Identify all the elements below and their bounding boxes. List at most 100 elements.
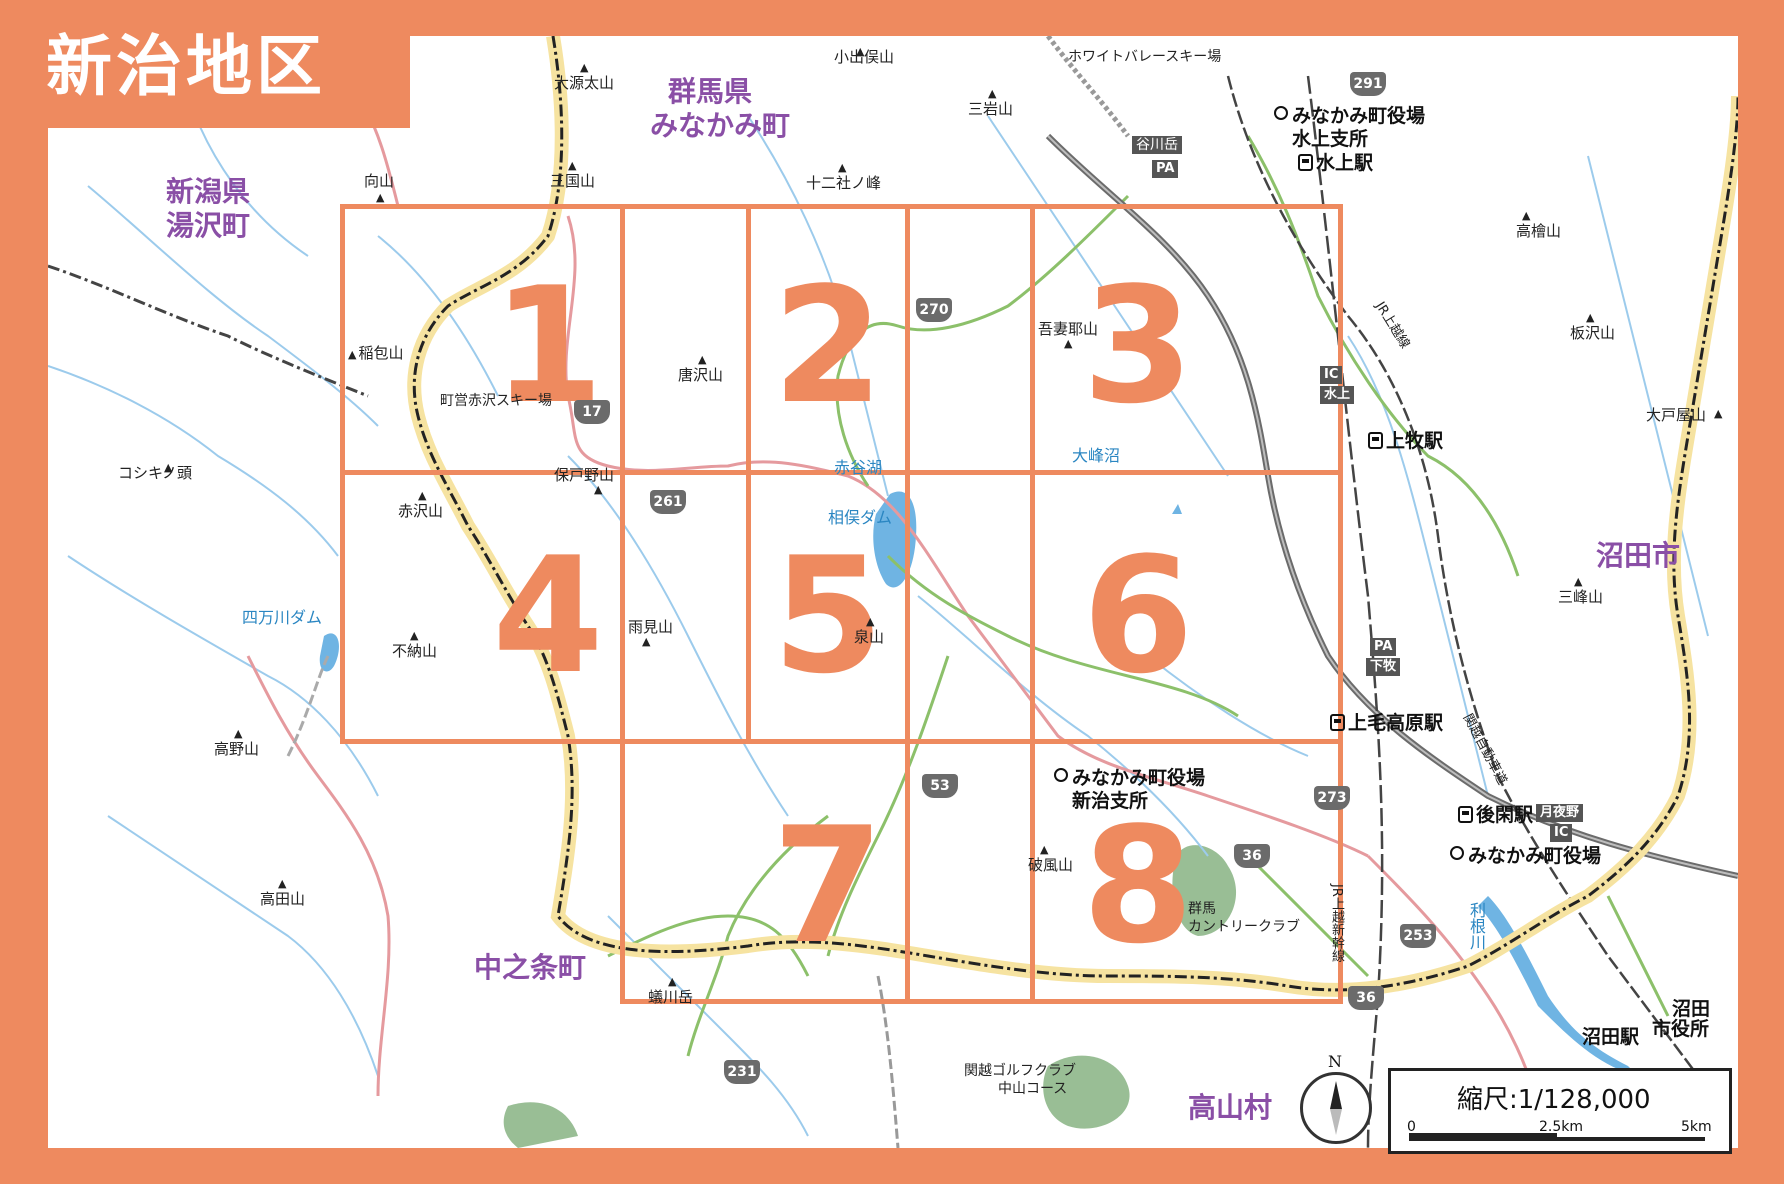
label-yuzawa: 湯沢町 [166,209,251,242]
train-station-icon [1458,806,1473,823]
station-name: 上毛高原駅 [1348,712,1444,734]
office-name: みなかみ町役場 [1468,845,1602,867]
grid-number-2[interactable]: 2 [772,252,884,439]
route-shield-17: 17 [574,400,610,424]
peak-hotono: 保戸野山 [554,466,615,484]
peak-marker: ▲ [866,615,875,628]
label-tone-river: 利根川 [1467,902,1486,950]
grid-number-7[interactable]: 7 [772,792,884,979]
scale-label: 縮尺:1/128,000 [1457,1085,1651,1115]
station-kamimoku[interactable]: 上牧駅 [1368,432,1443,451]
peak-tanigawa: 谷川岳 [1132,136,1182,154]
scale-tick-0: 0 [1407,1119,1416,1135]
peak-marker: ▲ [1522,209,1531,222]
peak-marker: ▲ [1714,407,1723,420]
expressway-line [1045,133,1738,879]
peak-funou: 不納山 [392,642,438,660]
office-icon [1450,846,1464,860]
peak-takahinoki: 高檜山 [1516,222,1562,240]
office-name: みなかみ町役場 [1072,767,1206,789]
peak-marker: ▲ [856,45,865,58]
map-area[interactable]: 1 2 3 4 5 6 7 8 群馬県 みなかみ町 新潟県 湯沢町 沼田市 中之… [48,36,1738,1148]
route-shield-53: 53 [922,774,958,798]
grid-line-v6 [1338,204,1343,1004]
rivers [48,95,1709,1137]
label-minakami: みなかみ町 [650,109,791,142]
compass-needle-icon [1330,1081,1342,1135]
peak-koshiki: コシキノ頭 [118,464,192,482]
label-oominezu: 大峰沼 [1072,446,1121,465]
route-shield-291: 291 [1350,72,1386,96]
station-name: 後閑駅 [1476,804,1534,826]
office-niiharu-branch: 新治支所 [1072,790,1149,812]
grid-number-8[interactable]: 8 [1082,792,1194,979]
golf-gunma-area [1172,845,1237,936]
peak-oodoya: 大戸屋山 [1646,406,1707,424]
grid-line-v5 [1030,204,1035,1004]
station-minakami[interactable]: 水上駅 [1298,154,1373,173]
peak-marker: ▲ [642,635,651,648]
train-station-icon [1368,432,1383,449]
grid-line-h4 [620,999,1343,1004]
expressway-highlight [1047,135,1738,877]
peak-marker: ▲ [988,87,997,100]
peak-itazawa: 板沢山 [1570,324,1616,342]
peak-tsubakawa: 蟻川岳 [648,988,694,1006]
peak-sanga: 三岩山 [968,100,1014,118]
ic-minakami-badge: IC [1320,366,1343,384]
label-golf-gunma-1: 群馬 [1188,901,1216,917]
label-golf-gunma-2: カントリークラブ [1188,919,1300,935]
scale-line-block [1409,1133,1557,1137]
boundary-line [412,36,1738,992]
west-boundary [48,264,369,398]
train-station-icon [1298,154,1313,171]
grid-number-4[interactable]: 4 [492,522,604,709]
route-shield-231: 231 [724,1060,760,1084]
station-gokan[interactable]: 後閑駅 [1458,806,1533,825]
compass-icon [1300,1072,1372,1144]
ic-tsukiyono-badge: IC [1550,824,1573,842]
office-numata-2: 市役所 [1652,1018,1710,1040]
peak-marker: ▲ [568,159,577,172]
label-nakanojo: 中之条町 [474,951,587,984]
office-minakami-branch: 水上支所 [1292,128,1369,150]
route-shield-36: 36 [1234,844,1270,868]
north-label: N [1328,1052,1342,1071]
office-minakami-main[interactable]: みなかみ町役場 [1450,846,1601,866]
peak-mitsumine: 三峰山 [1558,588,1604,606]
peak-marker: ▲ [418,489,427,502]
peak-hafu: 破風山 [1028,856,1074,874]
label-shima-dam: 四万川ダム [242,608,323,627]
grid-number-1[interactable]: 1 [492,252,604,439]
page-title: 新治地区 [46,28,326,105]
station-jomokogen[interactable]: 上毛高原駅 [1330,714,1443,733]
grid-line-v2 [620,204,625,1004]
label-ski-akazawa: 町営赤沢スキー場 [440,393,552,409]
shima-dam-shape [319,633,339,672]
jr-shinkansen-line [1306,75,1384,1148]
route-shield-270: 270 [916,298,952,322]
oominezu-lake-shape [1172,504,1182,514]
route-shield-273: 273 [1314,786,1350,810]
office-icon [1054,768,1068,782]
label-gunma: 群馬県 [668,75,753,108]
grid-number-3[interactable]: 3 [1082,252,1194,439]
grid-number-5[interactable]: 5 [772,522,884,709]
minor-roads [607,135,1670,1057]
station-name: 上牧駅 [1386,430,1444,452]
office-minakami-top[interactable]: みなかみ町役場 [1274,106,1425,126]
office-numata-1: 沼田 [1672,998,1711,1020]
station-numata[interactable]: 沼田駅 [1582,1028,1639,1047]
south-boundary [876,975,900,1148]
peak-azumaya: 吾妻耶山 [1038,320,1099,338]
label-takayama: 高山村 [1188,1091,1273,1124]
peak-marker: ▲ [376,191,385,204]
office-niiharu[interactable]: みなかみ町役場 [1054,768,1205,788]
station-name: 水上駅 [1316,152,1374,174]
peak-amami: 雨見山 [628,618,674,636]
peak-marker: ▲ [580,61,589,74]
grid-line-h2 [340,470,1343,475]
grid-number-6[interactable]: 6 [1082,522,1194,709]
major-roads [246,95,1540,1107]
ski-lift-line [1046,36,1130,138]
